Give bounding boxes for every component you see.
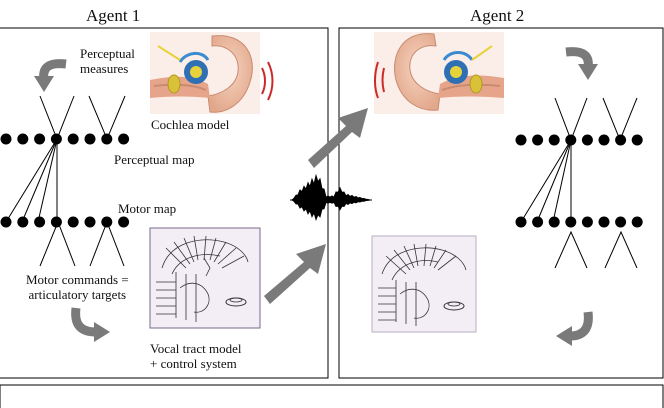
network-node (0, 133, 12, 145)
network-node (548, 134, 560, 146)
network-node (565, 216, 577, 228)
perceptual-measures-label: Perceptual measures (80, 46, 135, 76)
perceptual-measures-line1: Perceptual (80, 46, 135, 61)
network-node (598, 134, 610, 146)
curved-arrow-icon (556, 311, 593, 346)
network-node (34, 216, 46, 228)
network-node (515, 216, 527, 228)
bottom-strip (0, 384, 664, 408)
network-node (50, 216, 62, 228)
vocal-tract-line2: + control system (150, 356, 237, 371)
cochlea-model-label: Cochlea model (151, 117, 230, 132)
network-node (515, 134, 527, 146)
network-node (548, 216, 560, 228)
network-node (615, 134, 627, 146)
network-node (532, 134, 544, 146)
agent1-perceptual-map-network (5, 95, 126, 267)
motor-commands-label: Motor commands = articulatory targets (26, 272, 129, 302)
vocal-tract-line1: Vocal tract model (150, 341, 242, 356)
network-node (631, 134, 643, 146)
agent1-motor-map-nodes (0, 216, 130, 228)
sound-to-ear-arrow (308, 108, 368, 168)
vocal-to-sound-arrow (264, 244, 326, 304)
motor-map-label: Motor map (118, 201, 177, 216)
agent1-title: Agent 1 (86, 6, 141, 25)
perceptual-measures-line2: measures (80, 61, 129, 76)
vocal-tract-icon (371, 235, 477, 333)
vocal-tract-model-label: Vocal tract model + control system (150, 341, 241, 371)
network-node (615, 216, 627, 228)
agent2-title: Agent 2 (470, 6, 525, 25)
curved-arrow-icon (565, 47, 598, 80)
network-node (101, 216, 113, 228)
network-node (67, 216, 79, 228)
network-node (581, 134, 593, 146)
network-node (101, 133, 113, 145)
network-node (67, 133, 79, 145)
network-node (84, 133, 96, 145)
network-node (118, 216, 130, 228)
sound-waveform-icon (290, 173, 372, 222)
network-node (598, 216, 610, 228)
curved-arrow-icon (71, 307, 110, 342)
network-node (581, 216, 593, 228)
perceptual-map-label: Perceptual map (114, 152, 195, 167)
agent2-perceptual-map-network (520, 97, 638, 269)
ear-cochlea-icon (374, 32, 504, 114)
network-node (17, 216, 29, 228)
network-node (532, 216, 544, 228)
network-node (50, 133, 62, 145)
motor-commands-line1: Motor commands = (26, 272, 129, 287)
agent2-perceptual-map-nodes (515, 134, 643, 146)
agent2-motor-map-nodes (515, 216, 643, 228)
network-node (118, 133, 130, 145)
agent1-perceptual-map-nodes (0, 133, 130, 145)
ear-cochlea-icon (150, 32, 274, 114)
network-node (84, 216, 96, 228)
network-node (565, 134, 577, 146)
network-node (0, 216, 12, 228)
network-node (631, 216, 643, 228)
curved-arrow-icon (34, 59, 67, 92)
motor-commands-line2: articulatory targets (28, 287, 127, 302)
network-node (17, 133, 29, 145)
vocal-tract-icon (149, 227, 261, 329)
network-node (34, 133, 46, 145)
